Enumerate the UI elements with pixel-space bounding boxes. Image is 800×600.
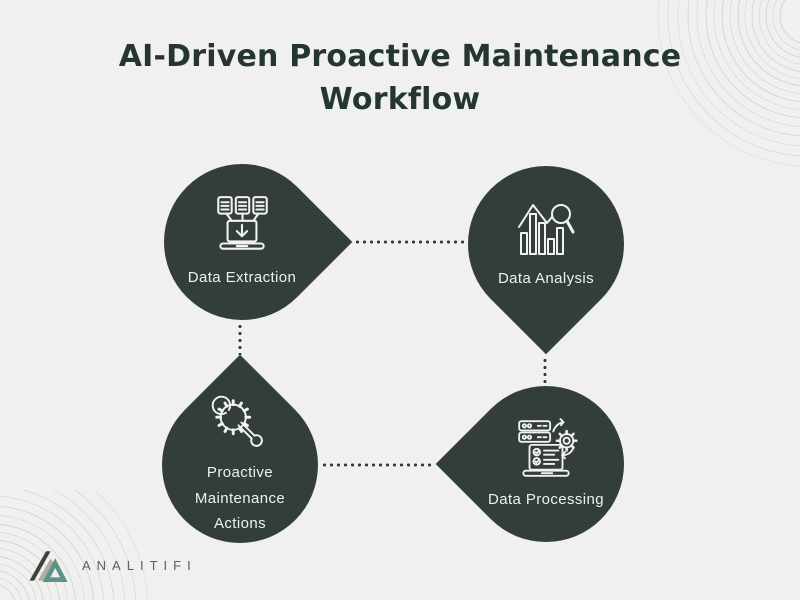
server-gear-checklist-icon [513,416,579,482]
gear-wrench-icon [209,393,271,455]
connector-analysis-to-processing [543,357,547,387]
connector-extraction-to-maintenance [238,323,242,355]
connector-extraction-to-analysis [354,240,468,244]
node-data-analysis: Data Analysis [435,133,657,355]
node-label: Proactive Maintenance Actions [194,464,286,533]
documents-to-laptop-download-icon [209,194,275,260]
brand-logo-text: ANALITIFI [82,557,197,573]
bar-chart-magnifier-icon [514,197,578,261]
node-label: Data Analysis [497,269,595,287]
node-proactive-maintenance-actions: Proactive Maintenance Actions [129,354,351,576]
node-data-extraction: Data Extraction [131,131,353,353]
node-label: Data Processing [487,490,605,508]
connector-maintenance-to-processing [321,463,434,467]
node-data-processing: Data Processing [435,353,657,575]
node-label: Data Extraction [187,268,297,286]
brand-logo: ANALITIFI [24,546,197,584]
page-title: AI-Driven Proactive Maintenance Workflow [118,39,682,117]
brand-logo-mark [29,551,68,582]
